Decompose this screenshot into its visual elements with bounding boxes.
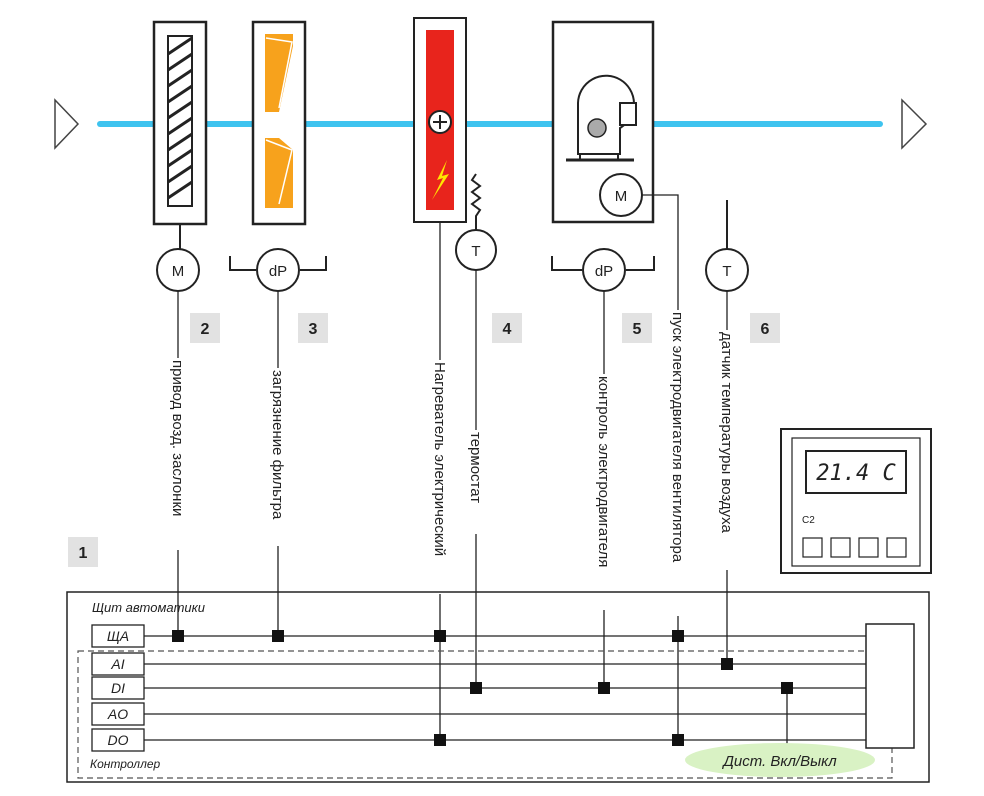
svg-text:Дист. Вкл/Выкл: Дист. Вкл/Выкл [721,753,837,770]
label-filter-clog: загрязнение фильтра [269,370,286,520]
badge-3: 3 [298,313,328,343]
node-heater-do [434,734,446,746]
badge-4: 4 [492,313,522,343]
node-fan-control-di [598,682,610,694]
svg-text:6: 6 [761,321,770,338]
svg-text:2: 2 [201,321,210,338]
label-damper-drive: привод возд. заслонки [169,360,186,516]
svg-text:5: 5 [633,321,642,338]
label-fan-start: пуск электродвигателя вентилятора [669,312,686,563]
node-remote-di [781,682,793,694]
display-screen [805,450,907,494]
air-inlet-arrow [54,98,80,150]
label-electric-heater: Нагреватель электрический [431,362,448,556]
label-air-temp-sensor: датчик температуры воздуха [718,332,735,534]
air-damper [152,20,208,226]
node-thermostat-di [470,682,482,694]
display-button-2[interactable] [830,537,851,558]
connection-nodes [172,630,793,746]
duct-temp-label: T [722,263,731,280]
thermostat-label: T [471,243,480,260]
svg-text:1: 1 [79,545,88,562]
filter-dp-bracket [229,256,327,271]
node-heater-shchA [434,630,446,642]
bus-label-box-ai: AI [91,652,145,676]
air-outlet-arrow [901,98,928,150]
display-reading: 21.4 C [816,461,896,486]
label-thermostat: термостат [467,432,484,503]
fan-dp-label: dP [595,263,613,280]
display-model: C2 [802,515,815,526]
display-button-4[interactable] [886,537,907,558]
display-button-3[interactable] [858,537,879,558]
terminal-block [865,623,915,749]
remote-on-off-switch[interactable]: Дист. Вкл/Выкл [685,743,875,777]
node-damper [172,630,184,642]
svg-text:ЩА: ЩА [107,628,129,644]
svg-text:DI: DI [111,680,125,696]
svg-text:3: 3 [309,321,318,338]
node-filter [272,630,284,642]
air-filter [251,20,307,226]
label-motor-control: контроль электродвигателя [595,376,612,567]
badge-1: 1 [68,537,98,567]
node-fan-start-shchA [672,630,684,642]
node-fan-start-do [672,734,684,746]
bus-label-box-ao: AO [91,702,145,726]
fan-dp-bracket [551,256,655,271]
node-temp-ai [721,658,733,670]
controller-label: Контроллер [90,757,161,771]
controller-display: 21.4 C C2 [780,428,932,574]
automation-panel [66,591,930,783]
bus-label-box-do: DO [91,728,145,752]
badge-6: 6 [750,313,780,343]
badge-5: 5 [622,313,652,343]
electric-heater [413,17,467,223]
damper-actuator-label: M [172,263,185,280]
badge-2: 2 [190,313,220,343]
bus-label-box-di: DI [91,676,145,700]
svg-text:4: 4 [503,321,512,338]
svg-text:AO: AO [107,706,128,722]
filter-dp-label: dP [269,263,287,280]
bus-label-box-shchA: ЩА [91,624,145,648]
display-button-1[interactable] [802,537,823,558]
fan-motor-label: M [615,188,628,205]
svg-text:DO: DO [108,732,129,748]
thermostat-probe [470,173,482,230]
svg-text:AI: AI [110,656,124,672]
panel-title: Щит автоматики [92,600,205,615]
